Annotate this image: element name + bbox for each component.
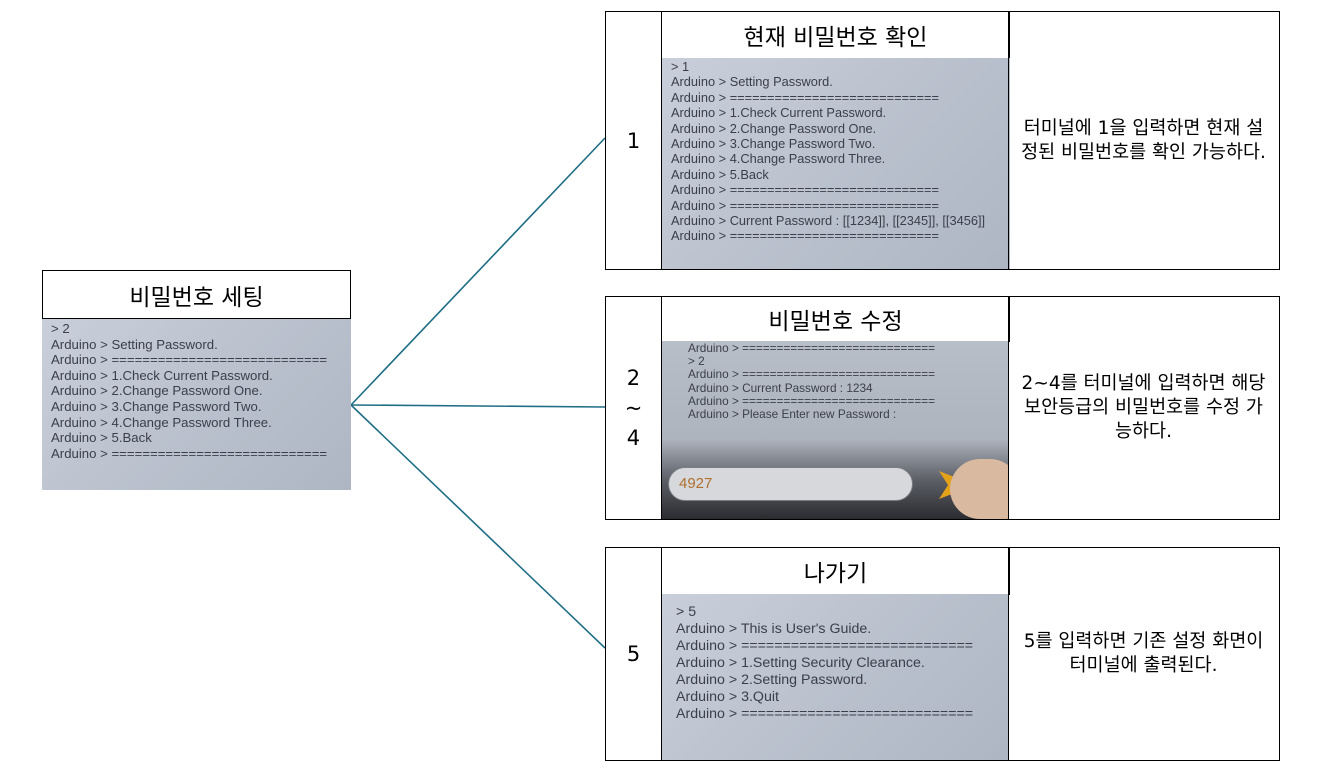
terminal-line: Arduino > Setting Password. [671, 74, 833, 90]
terminal-line: Arduino > Current Password : [[1234]], [… [671, 213, 986, 229]
option-number: 5 [606, 548, 662, 760]
terminal-line: Arduino > ============================ [688, 341, 936, 355]
option-terminal-screenshot: > 5 Arduino > This is User's Guide. Ardu… [662, 594, 1008, 760]
root-title: 비밀번호 세팅 [42, 270, 351, 319]
terminal-line: Arduino > Current Password : 1234 [688, 380, 873, 395]
option-number-end: 4 [626, 426, 641, 450]
option-terminal-screenshot: > 1 Arduino > Setting Password. Arduino … [662, 58, 1010, 269]
terminal-line: Arduino > 1.Check Current Password. [671, 105, 887, 121]
terminal-line: Arduino > Setting Password. [51, 336, 218, 352]
option-description: 터미널에 1을 입력하면 현재 설정된 비밀번호를 확인 가능하다. [1008, 12, 1278, 269]
terminal-line: Arduino > ============================ [51, 445, 328, 461]
terminal-line: Arduino > 1.Check Current Password. [51, 367, 273, 383]
terminal-line: Arduino > This is User's Guide. [676, 621, 872, 637]
terminal-line: Arduino > 3.Quit [676, 689, 779, 705]
option-number-tilde: ~ [624, 396, 643, 420]
terminal-line: Arduino > ============================ [671, 89, 939, 105]
connector-to-row-2 [350, 404, 606, 408]
option-number: 1 [606, 12, 662, 269]
terminal-line: Arduino > 1.Setting Security Clearance. [676, 655, 925, 671]
terminal-line: Arduino > ============================ [688, 367, 936, 382]
terminal-line: Arduino > 4.Change Password Three. [51, 414, 272, 430]
option-title: 나가기 [662, 546, 1010, 595]
option-title: 현재 비밀번호 확인 [662, 10, 1010, 59]
terminal-line: Arduino > ============================ [676, 638, 974, 654]
terminal-line: Arduino > ============================ [688, 393, 936, 408]
option-phone-screenshot: Arduino > ============================ >… [662, 341, 1008, 519]
option-number-start: 2 [626, 366, 641, 390]
terminal-line: > 1 [671, 59, 690, 74]
message-input[interactable]: 4927 [668, 467, 913, 501]
option-number: 2 ~ 4 [606, 297, 662, 519]
option-description: 2~4를 터미널에 입력하면 해당 보안등급의 비밀번호를 수정 가능하다. [1008, 297, 1278, 519]
terminal-line: Arduino > 2.Setting Password. [676, 672, 868, 688]
terminal-line: Arduino > 3.Change Password Two. [51, 398, 262, 414]
terminal-line: Arduino > ============================ [671, 182, 939, 198]
terminal-line: Arduino > 5.Back [671, 166, 769, 182]
terminal-line: Arduino > ============================ [676, 706, 974, 722]
option-row-3: 5 나가기 > 5 Arduino > This is User's Guide… [605, 546, 1280, 761]
terminal-line: Arduino > 2.Change Password One. [51, 383, 263, 399]
terminal-line: > 5 [676, 604, 697, 620]
option-row-1: 1 현재 비밀번호 확인 > 1 Arduino > Setting Passw… [605, 10, 1280, 270]
terminal-line: Arduino > 5.Back [51, 430, 152, 446]
terminal-line: Arduino > Please Enter new Password : [688, 407, 897, 422]
connector-to-row-1 [350, 137, 606, 406]
root-terminal-screenshot: > 2 Arduino > Setting Password. Arduino … [42, 319, 351, 490]
option-title: 비밀번호 수정 [662, 295, 1010, 342]
terminal-line: Arduino > 2.Change Password One. [671, 120, 877, 136]
connector-to-row-3 [350, 404, 606, 649]
terminal-line: Arduino > ============================ [51, 352, 328, 368]
option-row-2: 2 ~ 4 비밀번호 수정 Arduino > ================… [605, 295, 1280, 520]
terminal-line: Arduino > 4.Change Password Three. [671, 151, 886, 167]
finger-photo [950, 459, 1008, 519]
terminal-line: > 2 [688, 354, 705, 369]
terminal-line: > 2 [51, 321, 70, 336]
terminal-line: Arduino > 3.Change Password Two. [671, 136, 876, 152]
terminal-line: Arduino > ============================ [671, 197, 939, 213]
option-description: 5를 입력하면 기존 설정 화면이 터미널에 출력된다. [1008, 548, 1278, 760]
terminal-line: Arduino > ============================ [671, 228, 939, 244]
